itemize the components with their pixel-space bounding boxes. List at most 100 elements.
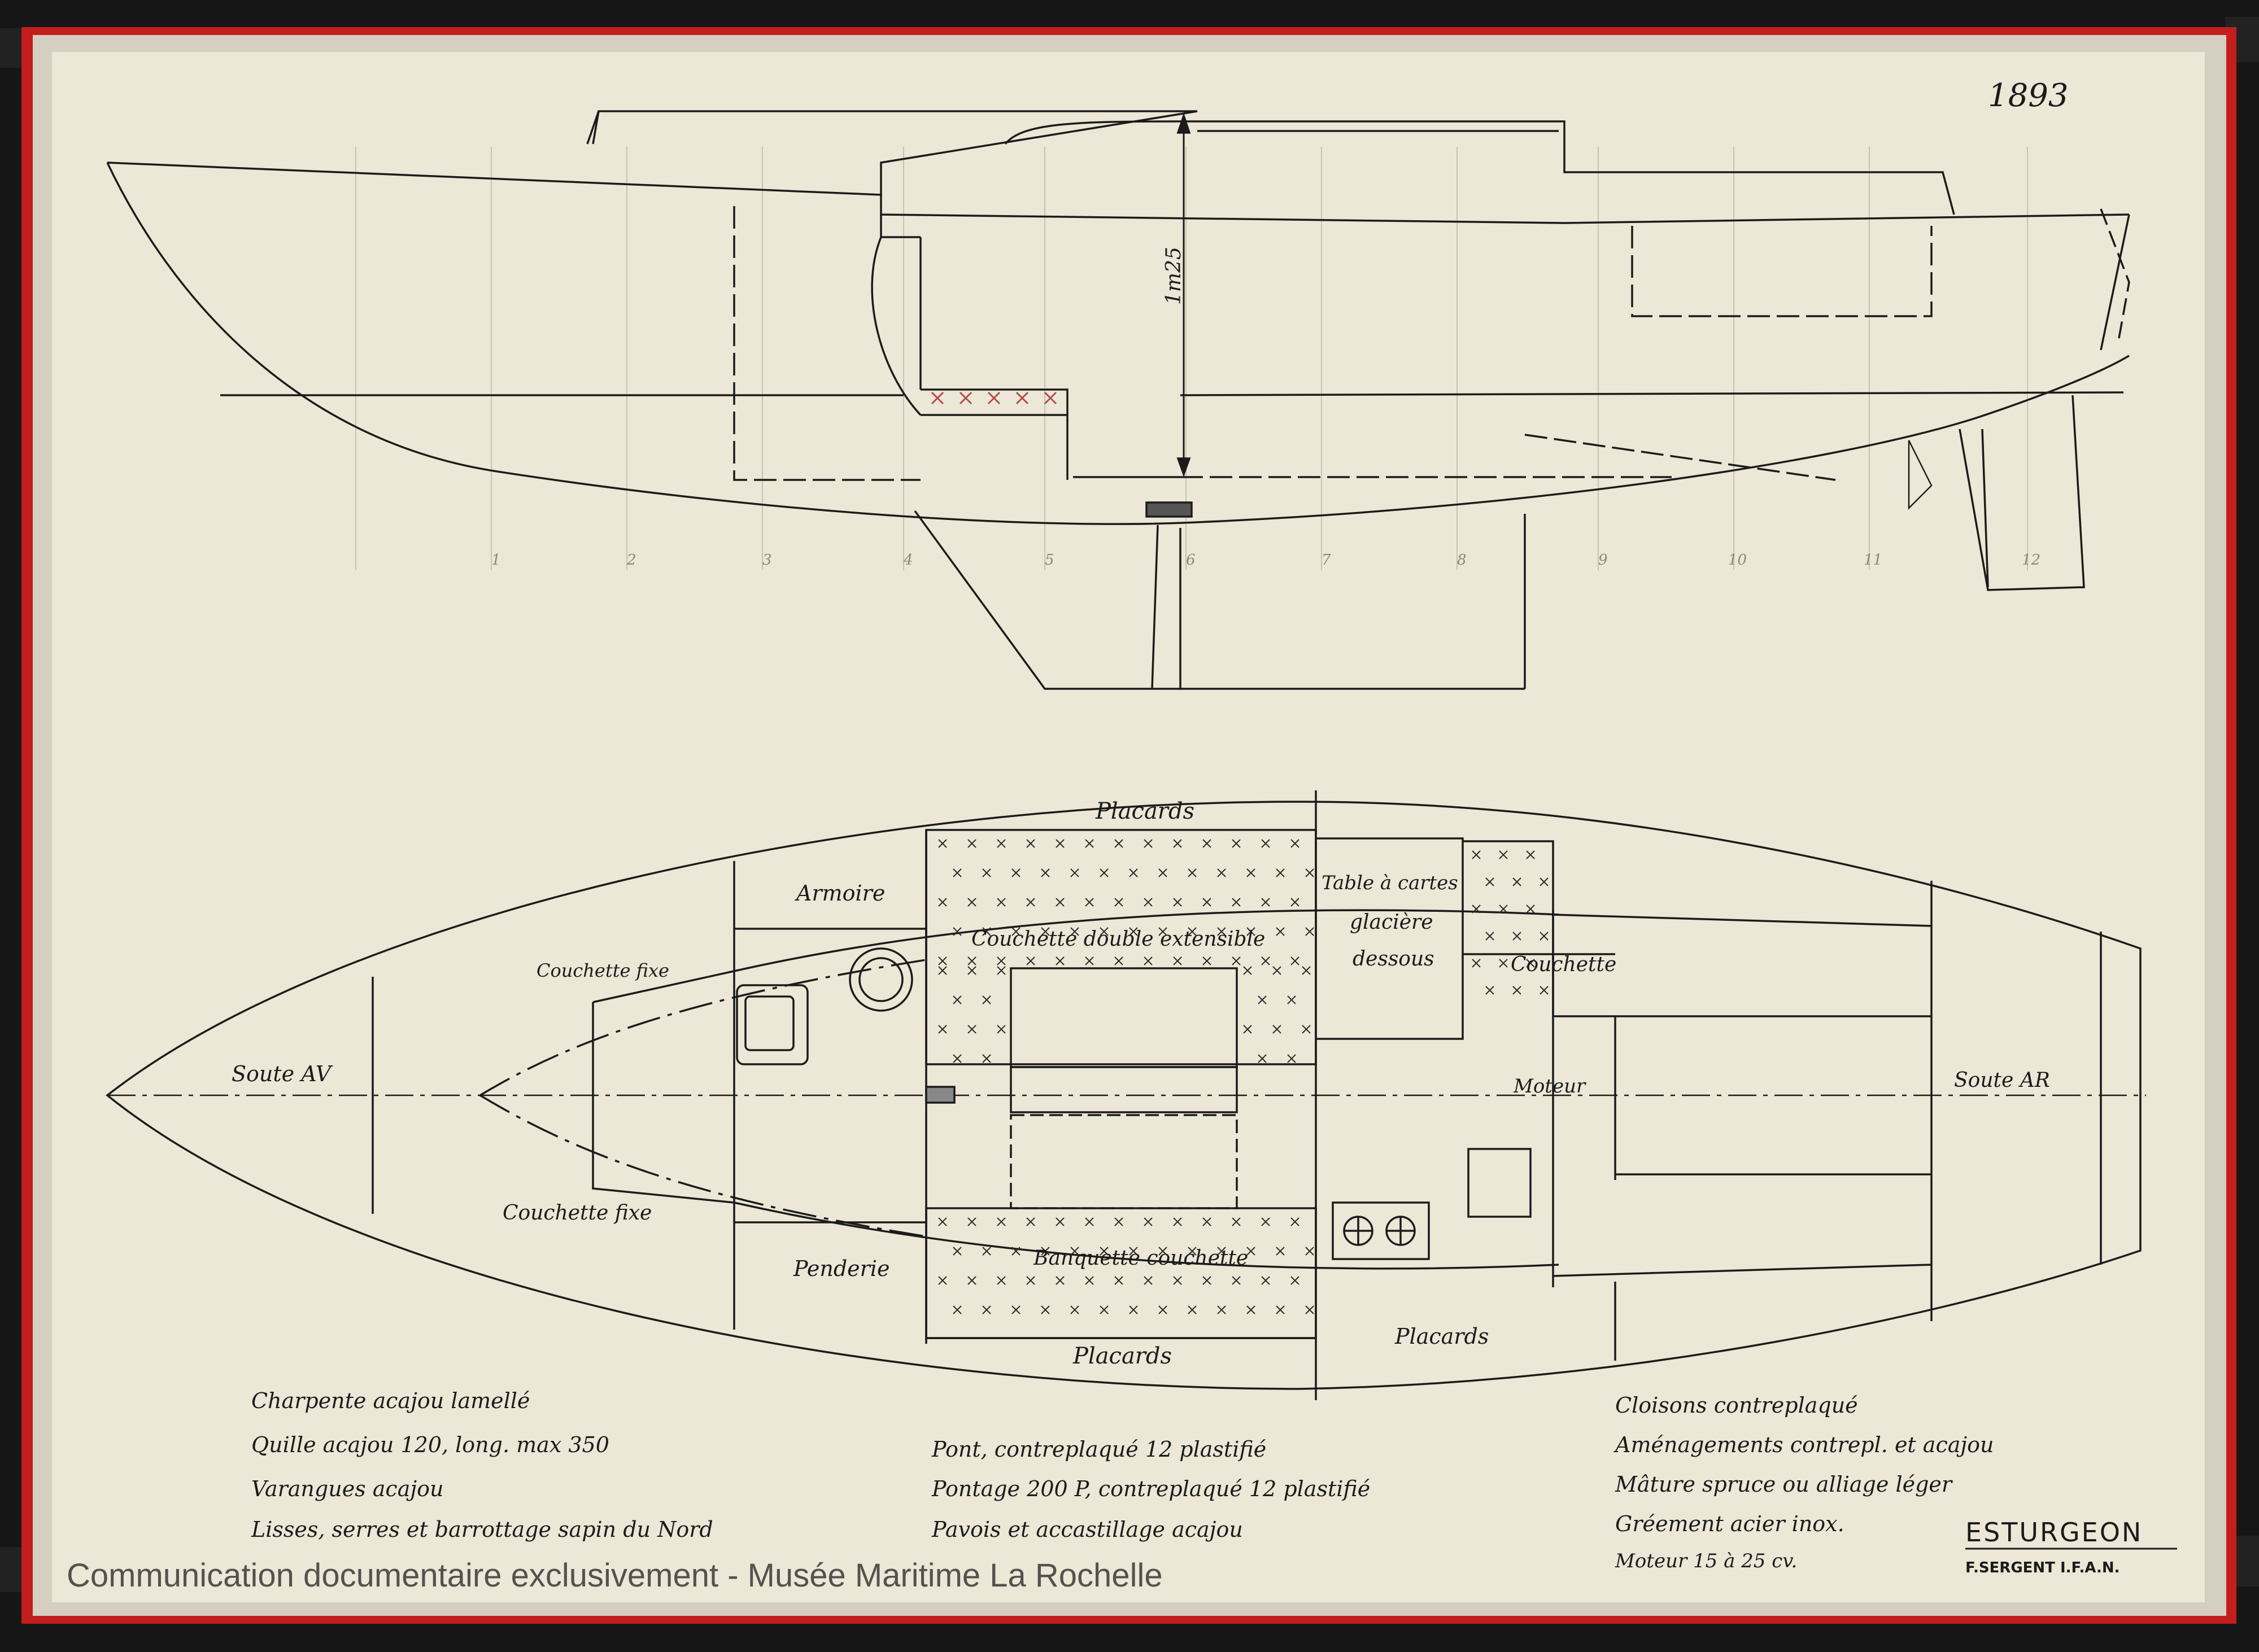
hatch-mark [1173,1276,1182,1285]
hatch-mark [938,956,947,965]
profile-view [106,110,2130,690]
hatch-mark [1085,1217,1094,1226]
hatch-mark [1011,1247,1021,1256]
hatch-mark [1085,898,1094,907]
hatch-mark [1173,898,1182,907]
hatch-mark [1041,868,1050,877]
hatch-mark [997,1025,1006,1034]
hatch-mark [1290,898,1299,907]
paper [52,52,2205,1602]
note-middle-2: Pontage 200 P, contreplaqué 12 plastifié [932,1476,1371,1501]
note-left-3: Varangues acajou [251,1476,444,1501]
label-placards-bottom-right: Placards [1394,1324,1489,1349]
hatch-mark [1202,898,1211,907]
hatch-mark [1129,868,1138,877]
boat-name: ESTURGEON [1965,1517,2143,1548]
hatch-mark [1485,986,1494,995]
hatch-mark [1540,986,1549,995]
station-number: 10 [1728,552,1747,569]
hatch-mark [1144,898,1153,907]
label-placards-bottom: Placards [1072,1343,1172,1369]
sheet-number: 1893 [1988,77,2069,114]
label-moteur: Moteur [1513,1075,1586,1098]
hatch-mark [1114,898,1123,907]
hatch-mark [1144,1217,1153,1226]
note-middle-1: Pont, contreplaqué 12 plastifié [932,1437,1267,1462]
station-number: 8 [1457,552,1467,569]
hatch-mark [1056,898,1065,907]
hatch-mark [1158,1305,1167,1314]
watermark: Communication documentaire exclusivement… [67,1557,1163,1594]
hatch-mark [1188,927,1197,936]
hatch-mark [1188,1305,1197,1314]
station-number: 11 [1864,552,1882,569]
label-armoire: Armoire [795,881,885,906]
hatch-mark [1100,1247,1109,1256]
hatch-mark [1512,986,1521,995]
hatch-mark [1158,868,1167,877]
hatch-mark [1261,898,1270,907]
hatch-mark [1272,1025,1281,1034]
hatch-mark [1202,956,1211,965]
hatch-mark [1290,839,1299,848]
hatch-mark [1114,956,1123,965]
hatch-mark [1026,956,1035,965]
hatch-mark [1261,1276,1270,1285]
hatch-mark [1305,868,1314,877]
hatch-mark [1472,959,1481,968]
hatch-mark [1485,932,1494,941]
hatch-mark [1512,932,1521,941]
station-number: 12 [2022,552,2040,569]
hatch-mark [1243,1025,1252,1034]
hatch-mark [1011,868,1021,877]
hatch-mark [1287,1054,1296,1063]
hatch-mark [1188,868,1197,877]
label-couchette-fixe-top: Couchette fixe [537,960,669,981]
hatch-mark [1070,1247,1079,1256]
hatch-mark [967,1025,976,1034]
hatch-mark [938,1217,947,1226]
hatch-mark [982,927,991,936]
hatch-mark [938,1276,947,1285]
label-couchette-fixe-bottom: Couchette fixe [503,1201,652,1225]
hatch-mark [953,927,962,936]
hatch-mark [997,966,1006,975]
hatch-mark [1302,966,1311,975]
note-left-2: Quille acajou 120, long. max 350 [251,1432,609,1457]
hatch-mark [953,995,962,1004]
hatch-mark [1129,1247,1138,1256]
hatch-mark [1232,1217,1241,1226]
hatch-mark [1129,1305,1138,1314]
hatch-mark [953,868,962,877]
hatch-mark [1472,904,1481,914]
station-number: 3 [762,552,772,569]
hatch-mark [1129,927,1138,936]
station-number: 5 [1045,552,1054,569]
hatch-mark [1290,1217,1299,1226]
label-couchette-double: Couchette double extensible [971,928,1265,951]
hatch-mark [967,1217,976,1226]
hatch-mark [1258,995,1267,1004]
hatch-mark [1026,839,1035,848]
hatch-mark [1070,927,1079,936]
hatch-mark [1540,932,1549,941]
hatch-mark [1041,927,1050,936]
hatch-mark [1526,959,1535,968]
hatch-mark [1246,1247,1255,1256]
hatch-mark [997,956,1006,965]
note-right-3: Mâture spruce ou alliage léger [1615,1472,1952,1497]
hatch-mark [1276,1247,1285,1256]
station-number: 2 [626,552,636,569]
station-number: 1 [491,552,501,569]
hatch-mark [953,1247,962,1256]
hatch-mark [1217,1305,1226,1314]
hatch-mark [982,1305,991,1314]
hatch-mark [1188,1247,1197,1256]
hatch-mark [938,839,947,848]
label-soute-ar: Soute AR [1954,1069,2050,1092]
plan-labels: Placards Armoire Table à cartes glacière… [232,798,2050,1369]
hatch-mark [1056,956,1065,965]
plan-cushion-hatch [938,839,1549,1314]
hatch-mark [1056,839,1065,848]
hatch-mark [1243,966,1252,975]
